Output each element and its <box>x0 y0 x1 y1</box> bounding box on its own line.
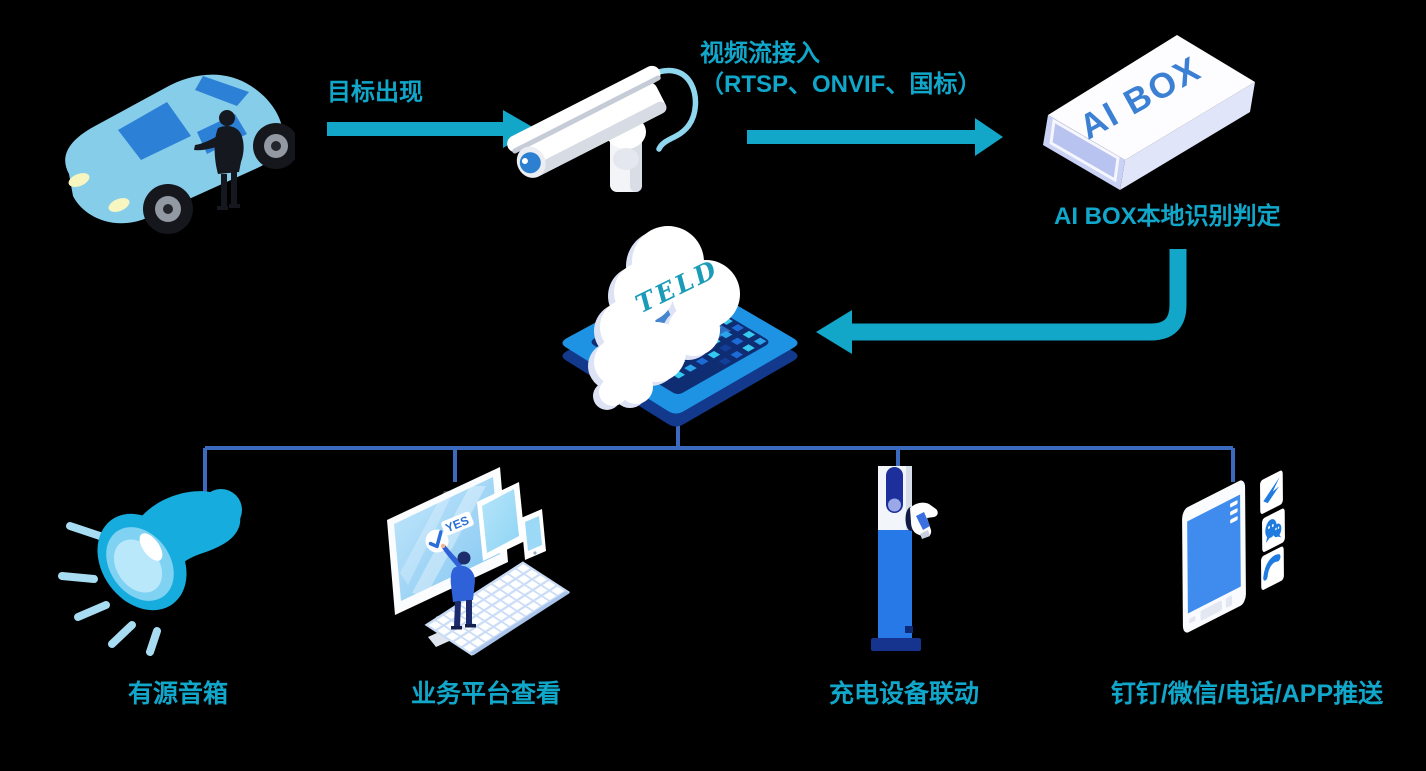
edge-label-video-stream-line2: （RTSP、ONVIF、国标） <box>700 71 982 98</box>
car-rear-wheel <box>253 123 295 169</box>
phone-call-icon <box>1263 554 1281 581</box>
edge-label-target-appears: 目标出现 <box>327 79 423 106</box>
keyboard <box>424 561 571 656</box>
cctv-camera-icon <box>507 65 699 192</box>
charger-body <box>878 530 912 640</box>
arrow-aibox-to-cloud-icon <box>816 249 1187 354</box>
smartphone <box>1182 480 1246 633</box>
car-rear-window <box>195 76 249 106</box>
person-icon <box>194 110 244 210</box>
aibox-top-face <box>1048 35 1255 160</box>
car-windshield <box>118 102 191 160</box>
car-front-wheel <box>143 184 193 234</box>
speaker-bell <box>97 513 187 611</box>
output-label-push: 钉钉/微信/电话/APP推送 <box>1110 680 1384 708</box>
ai-box-device-icon: AI BOX <box>1043 35 1255 190</box>
camera-mount-pole <box>606 115 646 192</box>
cloud-icon: TELD <box>588 226 740 410</box>
edge-label-video-stream-line1: 视频流接入 <box>700 40 820 67</box>
tablet <box>477 482 525 561</box>
dingtalk-icon <box>1263 477 1280 504</box>
car-with-person-icon <box>65 74 295 234</box>
speaker-icon <box>58 489 242 656</box>
cloud-platform-icon: TELD <box>562 226 798 427</box>
charger-base <box>871 638 921 651</box>
phone-push-icon <box>1182 470 1285 633</box>
arrow-camera-to-aibox-icon <box>747 118 1003 156</box>
aibox-right-face <box>1120 82 1255 190</box>
edge-label-video-stream: 视频流接入 （RTSP、ONVIF、国标） <box>700 38 981 100</box>
handheld-phone <box>521 509 546 560</box>
app-card-dingtalk <box>1260 470 1283 514</box>
charging-station-icon <box>871 466 938 651</box>
business-platform-icon: YES <box>387 467 571 656</box>
operator-person-icon <box>440 543 476 630</box>
aibox-caption: AI BOX本地识别判定 <box>1054 203 1281 230</box>
car-headlight <box>108 198 130 212</box>
charging-gun-icon <box>910 502 938 539</box>
wechat-icon <box>1265 519 1282 544</box>
output-label-charging: 充电设备联动 <box>828 680 980 708</box>
app-card-phone <box>1261 546 1284 590</box>
app-card-wechat <box>1262 508 1285 552</box>
aibox-left-lip <box>1049 118 1120 183</box>
speaker-knob <box>200 489 242 531</box>
sound-waves <box>58 522 161 656</box>
output-label-business-platform: 业务平台查看 <box>410 680 562 708</box>
connector-tree <box>203 418 1235 504</box>
camera-cable <box>645 67 699 152</box>
output-label-speaker: 有源音箱 <box>127 680 229 708</box>
car-headlight <box>68 173 90 187</box>
camera-housing <box>507 65 667 178</box>
